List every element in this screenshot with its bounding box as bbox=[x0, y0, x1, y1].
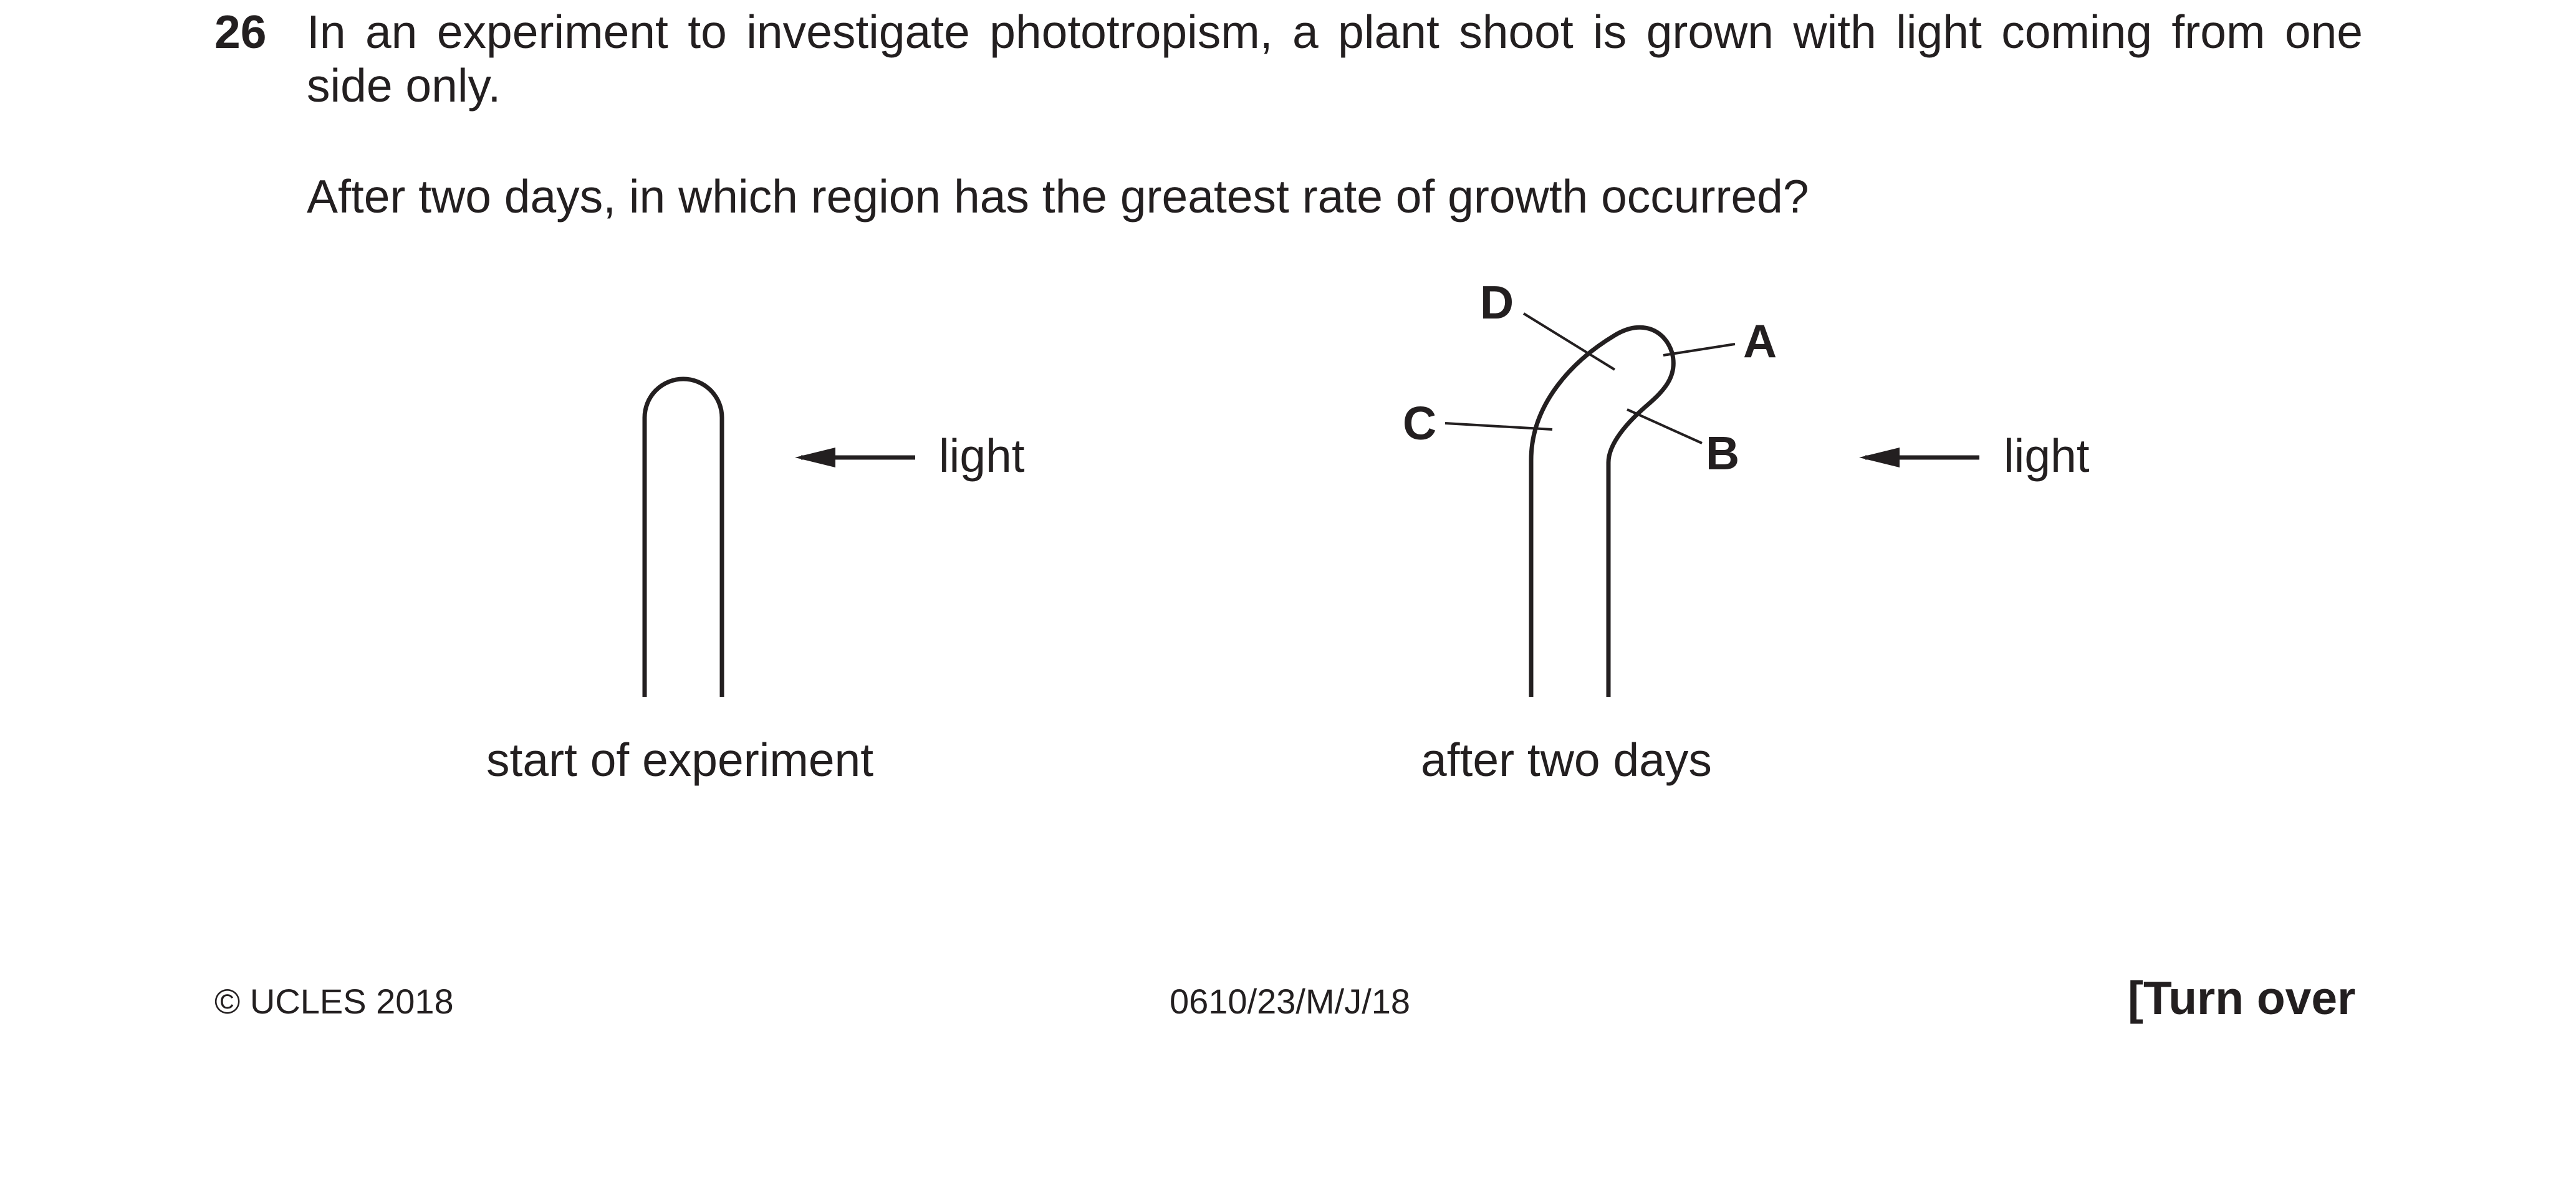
bent-shoot-outline bbox=[1529, 325, 1676, 697]
question-stem-line-1: In an experiment to investigate phototro… bbox=[307, 6, 2363, 58]
paper-code: 0610/23/M/J/18 bbox=[1170, 982, 1411, 1021]
right-caption: after two days bbox=[1421, 734, 1712, 786]
region-label-a: A bbox=[1743, 315, 1777, 367]
question-prompt: After two days, in which region has the … bbox=[307, 170, 1809, 223]
right-light-label: light bbox=[2004, 429, 2090, 482]
leader-line-a bbox=[1663, 343, 1736, 357]
turn-over-note: [Turn over bbox=[2128, 972, 2356, 1024]
question-number: 26 bbox=[214, 6, 267, 58]
left-caption: start of experiment bbox=[486, 734, 874, 786]
left-light-label: light bbox=[939, 429, 1025, 482]
leader-line-c bbox=[1444, 422, 1553, 431]
leader-line-d bbox=[1522, 312, 1616, 371]
leader-line-b bbox=[1627, 408, 1703, 444]
region-label-c: C bbox=[1403, 397, 1437, 449]
question-stem-line-2: side only. bbox=[307, 59, 501, 112]
left-light-arrowhead bbox=[795, 448, 835, 467]
region-label-d: D bbox=[1480, 276, 1514, 328]
copyright-notice: © UCLES 2018 bbox=[214, 982, 454, 1021]
right-light-arrowhead bbox=[1859, 448, 1900, 467]
straight-shoot-outline bbox=[642, 376, 724, 697]
question-stem: In an experiment to investigate phototro… bbox=[307, 5, 2363, 112]
region-label-b: B bbox=[1706, 427, 1740, 479]
